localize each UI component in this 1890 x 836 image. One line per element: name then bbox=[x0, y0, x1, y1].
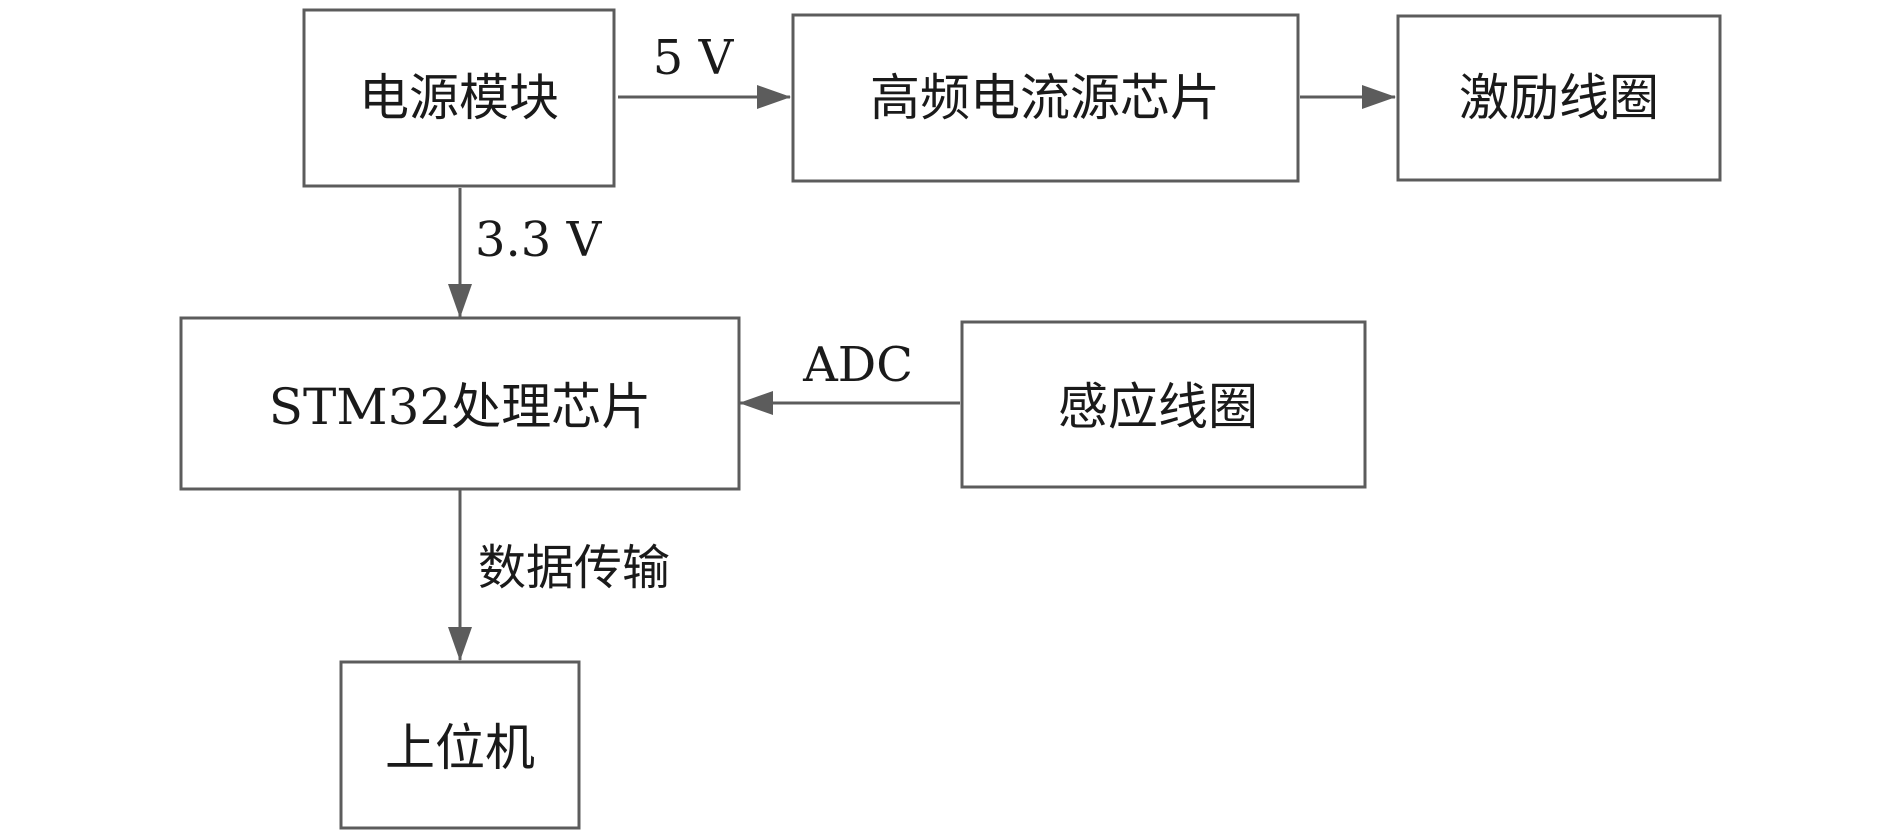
stm32-chip-label: STM32处理芯片 bbox=[269, 378, 651, 436]
host-pc-block: 上位机 bbox=[339, 660, 581, 830]
edge-label-data-transfer: 数据传输 bbox=[478, 540, 670, 596]
excitation-coil-label: 激励线圈 bbox=[1459, 69, 1659, 127]
power-module-label: 电源模块 bbox=[359, 69, 559, 127]
stm32-chip-block: STM32处理芯片 bbox=[179, 316, 741, 491]
excitation-coil-block: 激励线圈 bbox=[1396, 14, 1722, 182]
edge-label-adc: ADC bbox=[802, 337, 913, 393]
edge-label-3-3v: 3.3 V bbox=[475, 212, 603, 268]
edge-label-5v: 5 V bbox=[653, 30, 735, 86]
induction-coil-block: 感应线圈 bbox=[960, 320, 1367, 489]
induction-coil-label: 感应线圈 bbox=[1058, 378, 1258, 436]
power-module-block: 电源模块 bbox=[302, 8, 616, 188]
hf-current-chip-label: 高频电流源芯片 bbox=[870, 69, 1220, 127]
hf-current-chip-block: 高频电流源芯片 bbox=[791, 13, 1300, 183]
host-pc-label: 上位机 bbox=[385, 719, 535, 777]
